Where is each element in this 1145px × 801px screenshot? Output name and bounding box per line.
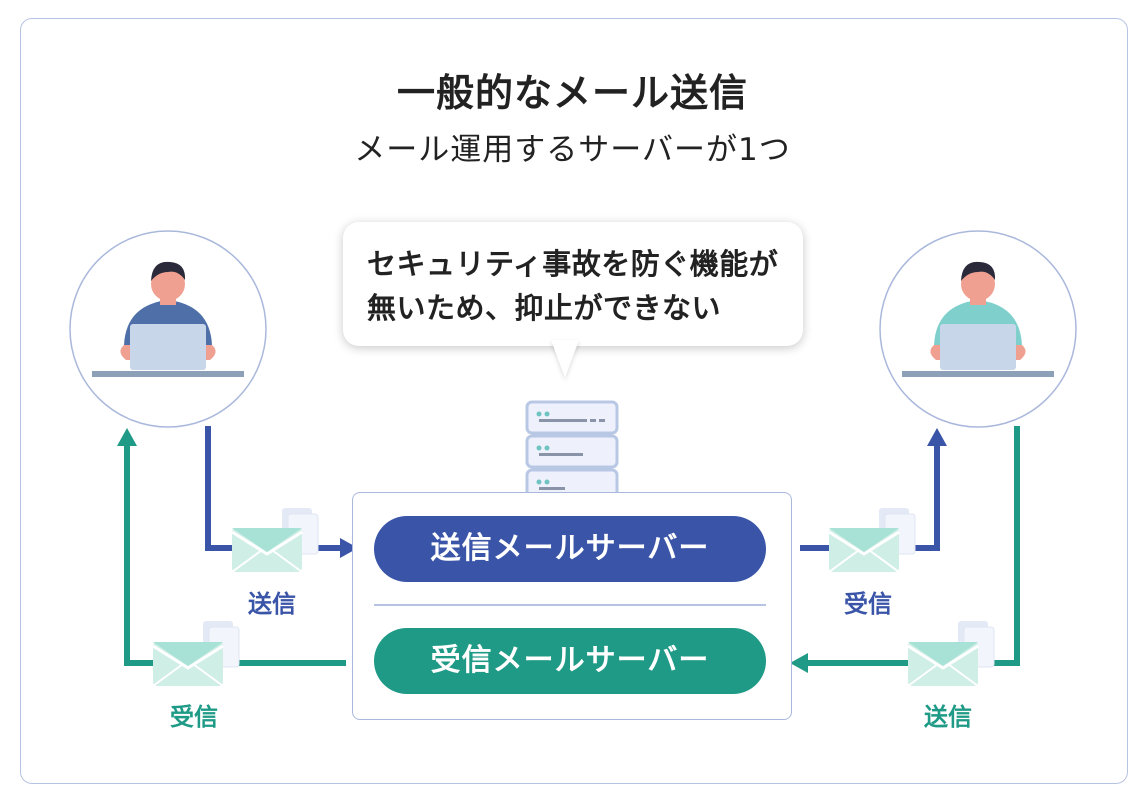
callout-line-1: セキュリティ事故を防ぐ機能が — [367, 247, 779, 281]
server-divider — [374, 604, 766, 606]
envelope-icon — [151, 640, 225, 688]
envelope-icon — [827, 526, 901, 574]
envelope-icon — [230, 526, 304, 574]
callout-tail — [551, 340, 579, 378]
server-stack-icon — [525, 400, 619, 501]
callout-line-2: 無いため、抑止ができない — [367, 291, 722, 325]
recipient-person-icon — [879, 230, 1077, 428]
right-send-connector — [790, 426, 1020, 673]
diagram-title: 一般的なメール送信 — [396, 71, 748, 115]
label-left-receive: 受信 — [170, 703, 218, 731]
label-right-send: 送信 — [924, 703, 972, 731]
callout-bubble: セキュリティ事故を防ぐ機能が 無いため、抑止ができない — [343, 222, 803, 346]
left-receive-connector — [117, 428, 346, 666]
send-mail-server: 送信メールサーバー — [374, 516, 766, 582]
receive-mail-server: 受信メールサーバー — [374, 628, 766, 694]
label-right-receive: 受信 — [844, 590, 892, 618]
envelope-icon — [906, 640, 980, 688]
sender-person-icon — [69, 230, 267, 428]
diagram-subtitle: メール運用するサーバーが1つ — [354, 132, 791, 168]
label-left-send: 送信 — [248, 590, 296, 618]
